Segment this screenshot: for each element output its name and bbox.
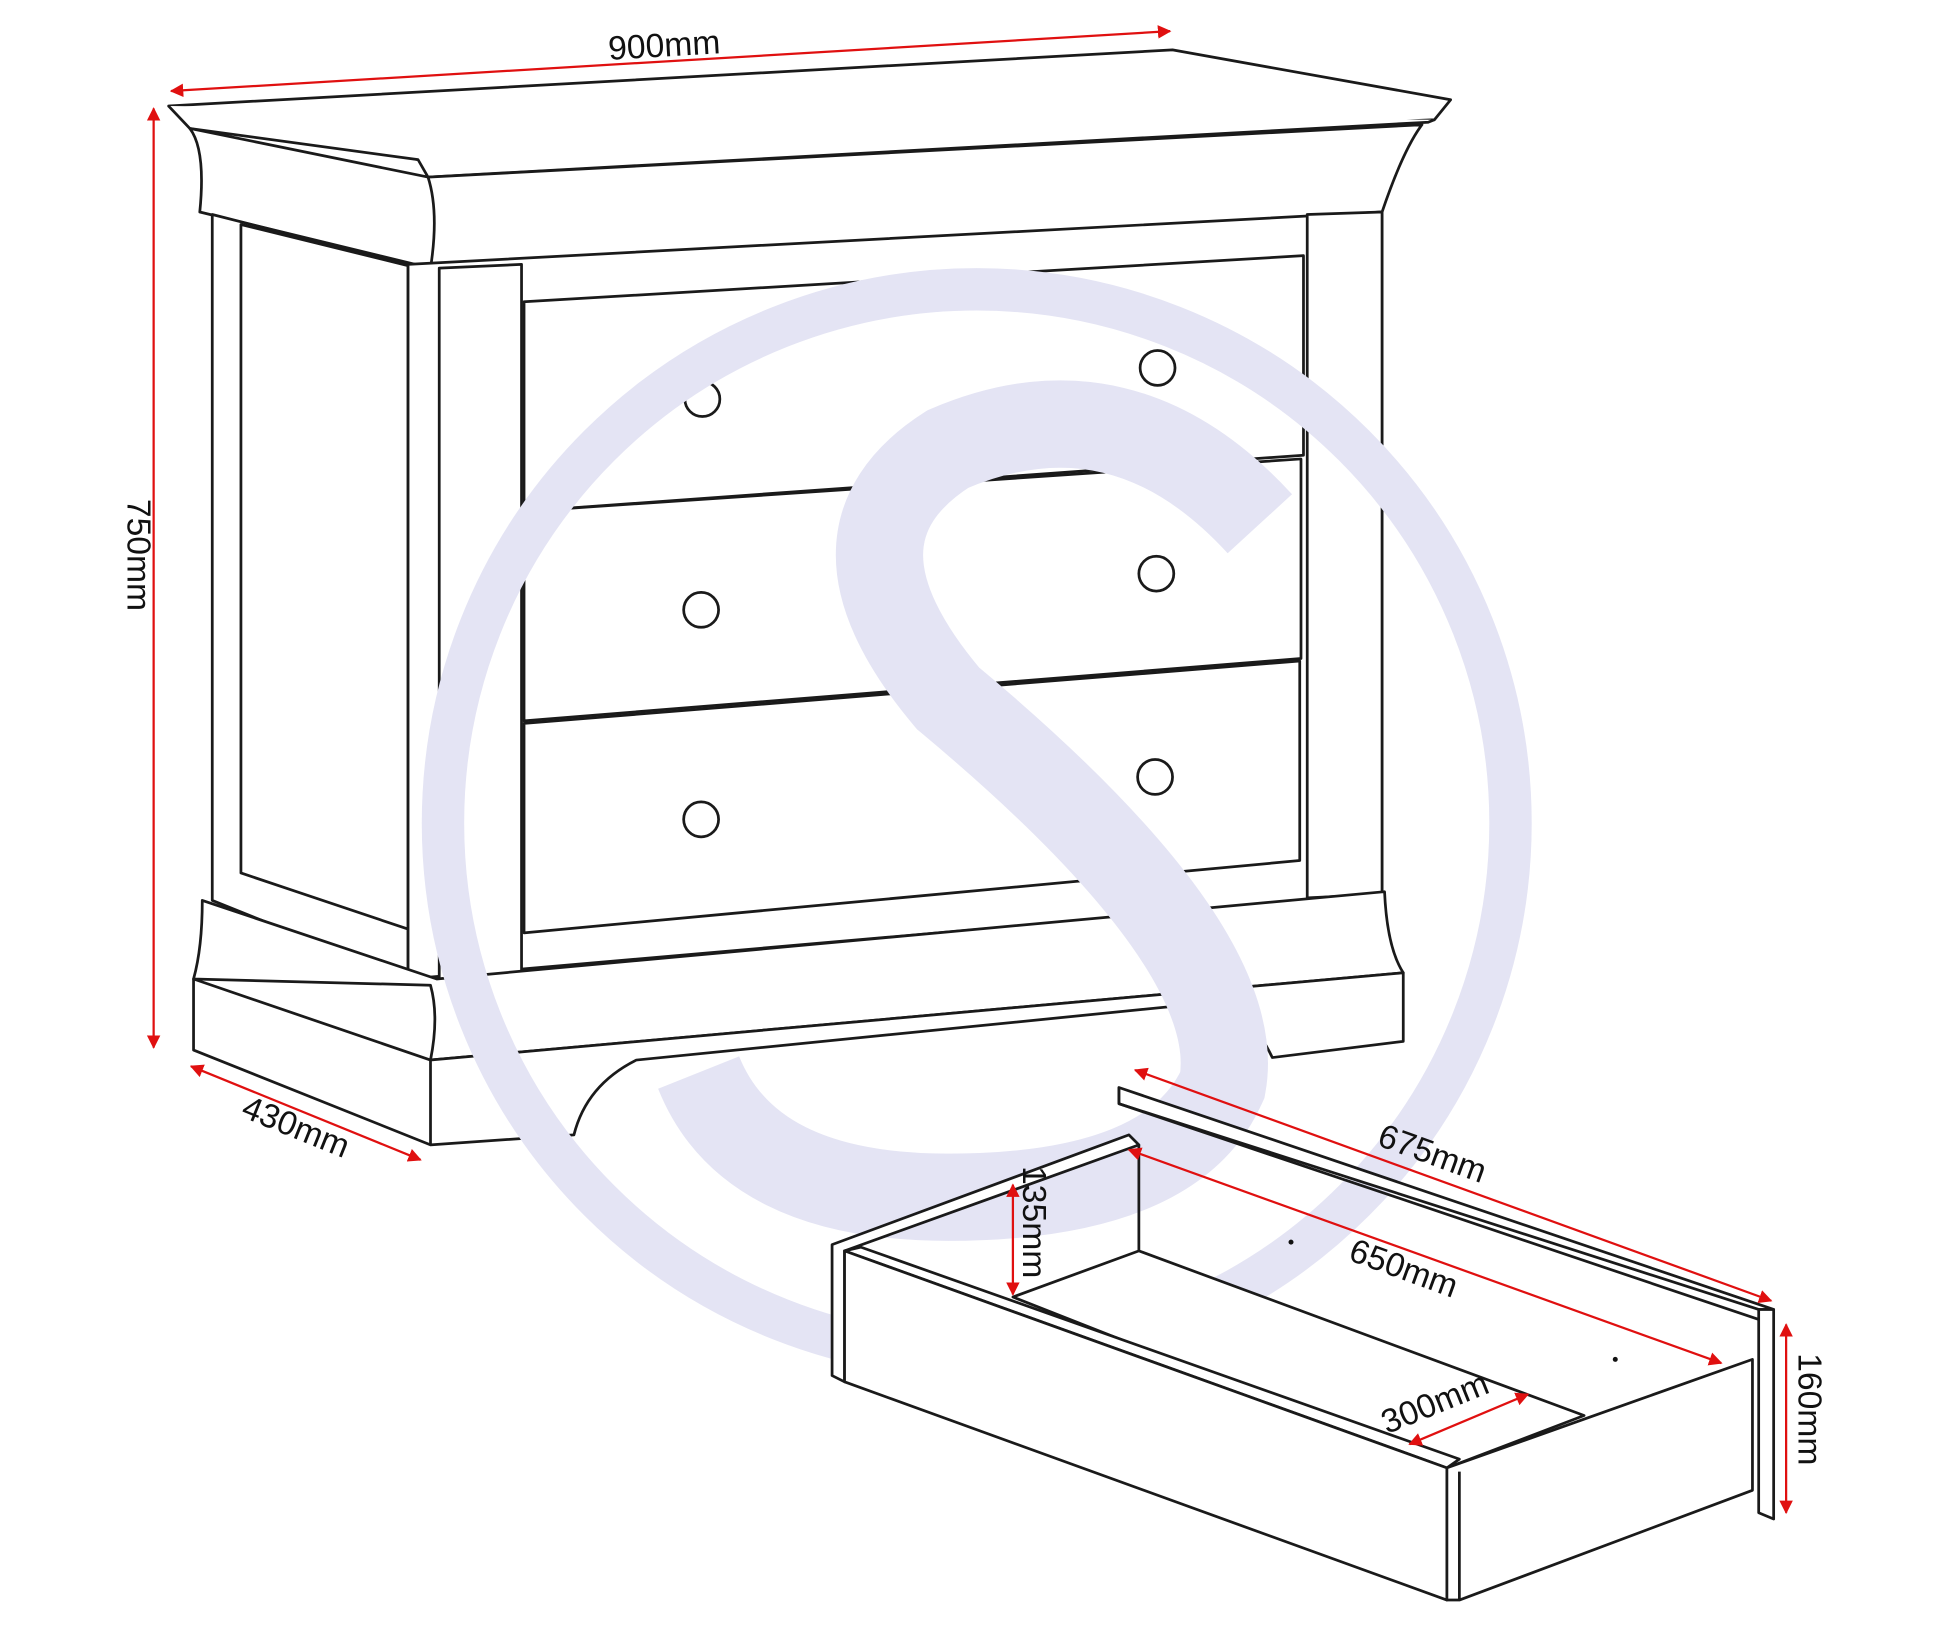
knob[interactable] (1137, 554, 1176, 593)
knob[interactable] (1136, 758, 1174, 796)
side-panel (239, 223, 410, 931)
drawer-inner-depth-label: 650mm (1344, 1232, 1462, 1305)
front-right-post (1305, 210, 1384, 900)
height-label: 750mm (119, 499, 156, 611)
drawer-front-panel (1445, 1357, 1754, 1602)
drawer-inner-height-label: 135mm (1015, 1166, 1052, 1278)
drawer-outer-height-label: 160mm (1791, 1353, 1828, 1465)
chest-top-edge (167, 105, 1435, 179)
chest (167, 48, 1453, 1147)
knob[interactable] (682, 800, 720, 839)
drawer-right-side (1757, 1308, 1776, 1521)
dimension-lines (146, 25, 1793, 1515)
knob[interactable] (1138, 349, 1177, 387)
width-label: 900mm (607, 24, 721, 68)
knob[interactable] (682, 591, 720, 629)
